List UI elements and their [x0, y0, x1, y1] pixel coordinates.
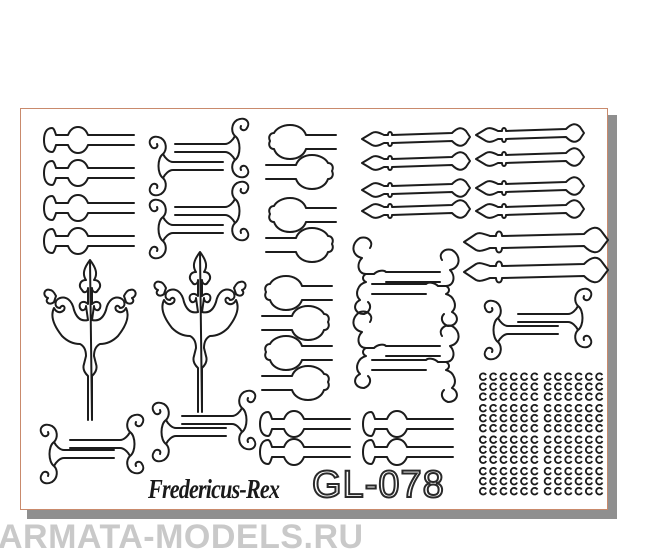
rivet-rings-grid [478, 372, 604, 496]
scroll-hinge-right [483, 287, 593, 361]
baroque-hinges-center [352, 236, 460, 403]
scroll-hinges-left [148, 117, 250, 260]
bulb-handles-left [43, 126, 135, 255]
scroll-hinges-bottom [39, 389, 257, 485]
etched-sheet [20, 108, 608, 510]
bulb-handles-bottom [259, 410, 454, 466]
spear-straps-large [463, 226, 609, 284]
ball-handles-center [261, 124, 337, 401]
part-code: GL-078 [311, 464, 445, 506]
watermark: ARMATA-MODELS.RU [0, 518, 364, 556]
candelabra-ornaments [43, 251, 247, 421]
spear-straps-small [361, 123, 585, 219]
brand-title: Fredericus-Rex [148, 474, 280, 504]
